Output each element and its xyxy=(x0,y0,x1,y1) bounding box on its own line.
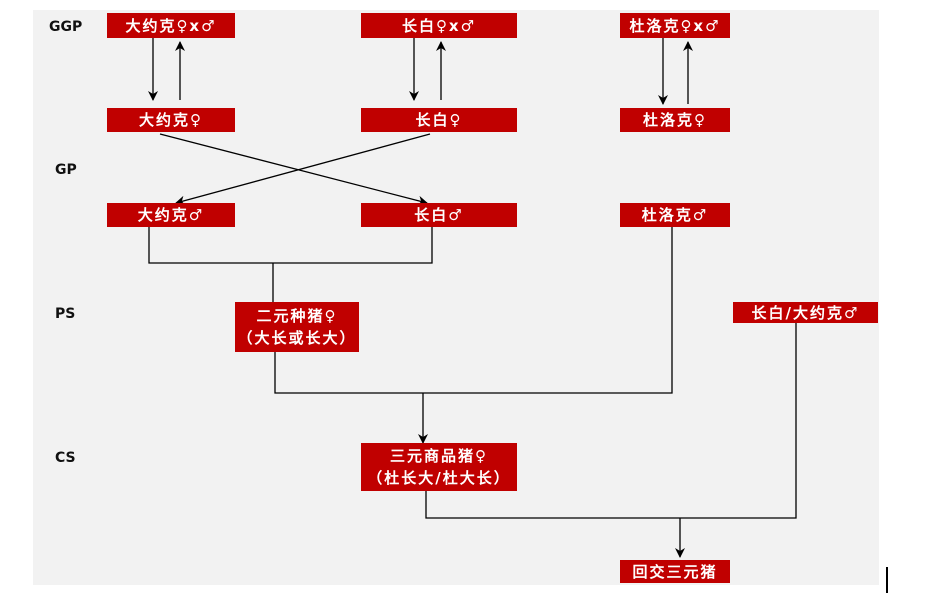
line-gp-to-twoway xyxy=(148,227,433,264)
node-ggp-duroc: 大约克♀x♂ xyxy=(107,13,235,38)
node-gp-duroc-female: 大约克♀ xyxy=(107,108,235,132)
level-label-ggp: GGP xyxy=(49,19,83,35)
node-ps-landrace-male: 长白♂ xyxy=(361,203,517,227)
line-threeway-sire xyxy=(425,323,797,519)
level-label-gp: GP xyxy=(55,162,77,178)
node-ggp-dulac: 杜洛克♀x♂ xyxy=(620,13,730,38)
node-three-way-commercial: 三元商品猪♀ （杜长大/杜大长） xyxy=(361,443,517,491)
level-label-cs: CS xyxy=(55,450,76,466)
node-gp-landrace-female: 长白♀ xyxy=(361,108,517,132)
text-cursor xyxy=(886,567,888,593)
arrow-cross-to-landrace xyxy=(159,133,428,206)
node-backcross-sire: 长白/大约克♂ xyxy=(733,302,878,323)
level-label-ps: PS xyxy=(55,306,76,322)
node-backcross-three-way: 回交三元猪 xyxy=(620,560,730,583)
arrow-cross-to-duroc xyxy=(175,133,431,206)
line-twoway-dulac xyxy=(274,227,673,394)
node-ggp-landrace: 长白♀x♂ xyxy=(361,13,517,38)
node-gp-dulac-female: 杜洛克♀ xyxy=(620,108,730,132)
node-ps-duroc-male: 大约克♂ xyxy=(107,203,235,227)
node-ps-dulac-male: 杜洛克♂ xyxy=(620,203,730,227)
node-two-way-sow: 二元种猪♀ （大长或长大） xyxy=(235,302,359,352)
